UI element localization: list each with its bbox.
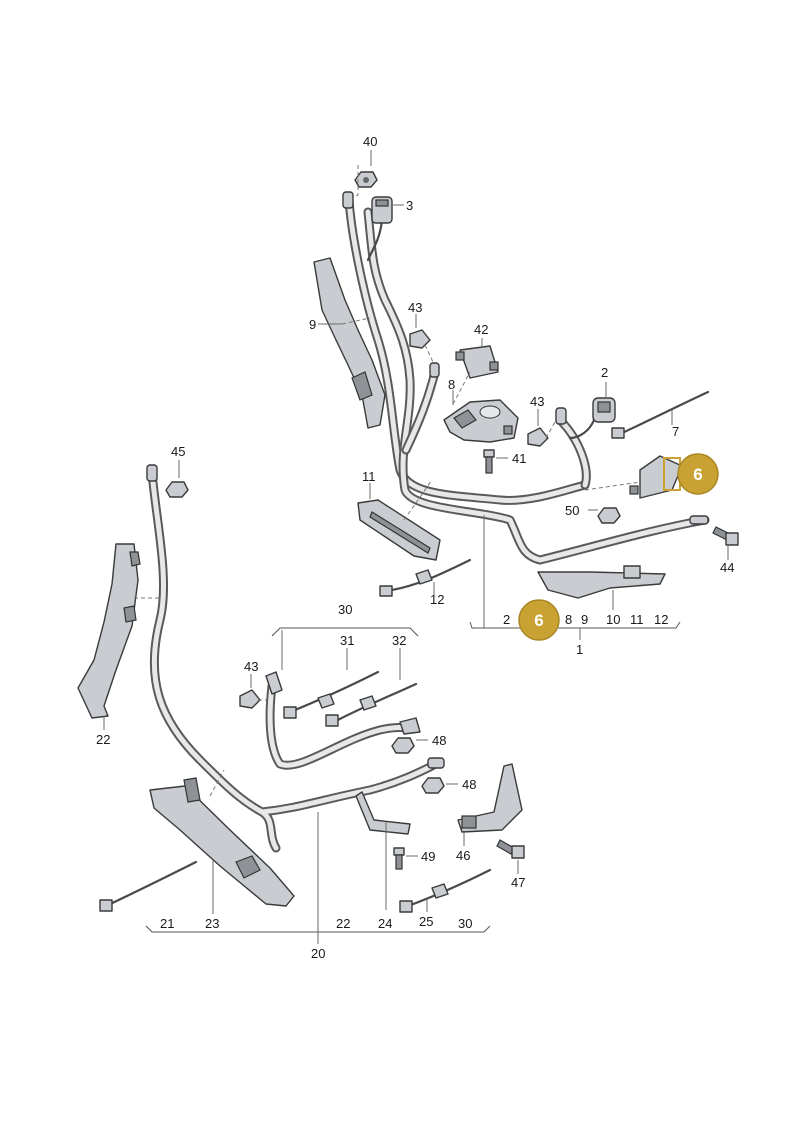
connector-3[interactable] (366, 196, 393, 262)
holder-24[interactable] (355, 791, 411, 835)
label-9: 9 (309, 317, 316, 332)
label-49: 49 (421, 849, 435, 864)
badge-6-lower-text: 6 (534, 611, 543, 630)
fuse-box-8[interactable] (443, 399, 519, 443)
ground-cable-20[interactable] (146, 464, 445, 853)
label-48-upper: 48 (432, 733, 446, 748)
label-48-lower: 48 (462, 777, 476, 792)
label-43-upper: 43 (408, 300, 422, 315)
sensor-42[interactable] (455, 345, 499, 379)
nut-48-upper[interactable] (391, 737, 415, 754)
cable-guide-11[interactable] (357, 499, 441, 561)
connector-2[interactable] (568, 397, 616, 440)
highlight-badge-6-upper[interactable]: 6 (677, 453, 719, 495)
group-30-bracket: 30 (271, 602, 419, 670)
group-20-bracket: 21 23 22 24 25 30 20 (145, 812, 491, 961)
label-1: 1 (576, 642, 583, 657)
group-20-item-22: 22 (336, 916, 350, 931)
badge-6-upper-text: 6 (693, 465, 702, 484)
cable-tie-21[interactable] (99, 860, 198, 912)
bolt-44[interactable] (712, 526, 739, 546)
label-46: 46 (456, 848, 470, 863)
label-43-middle: 43 (530, 394, 544, 409)
bolt-47[interactable] (496, 839, 525, 859)
nut-48-lower[interactable] (421, 777, 445, 794)
group-20-item-23: 23 (205, 916, 219, 931)
bracket-6[interactable] (629, 455, 683, 499)
nut-43-upper[interactable] (409, 329, 431, 349)
cable-tie-7[interactable] (611, 390, 710, 439)
label-43-lower: 43 (244, 659, 258, 674)
label-50: 50 (565, 503, 579, 518)
label-30-top: 30 (338, 602, 352, 617)
label-45: 45 (171, 444, 185, 459)
group-20-item-25: 25 (419, 914, 433, 929)
bolt-41[interactable] (483, 449, 495, 474)
label-8: 8 (448, 377, 455, 392)
cable-tie-31[interactable] (283, 670, 380, 719)
group-1-bracket: 1 2 8 9 10 11 12 (469, 612, 681, 657)
cable-channel-23[interactable] (149, 777, 295, 907)
highlight-badge-6-lower[interactable]: 6 (518, 599, 560, 641)
cable-tie-25[interactable] (399, 868, 492, 913)
cable-tie-12[interactable] (379, 558, 472, 597)
nut-43-middle[interactable] (527, 427, 549, 447)
group-20-item-24: 24 (378, 916, 392, 931)
group-1-item-9: 9 (581, 612, 588, 627)
label-20: 20 (311, 946, 325, 961)
label-22-left: 22 (96, 732, 110, 747)
label-7: 7 (672, 424, 679, 439)
group-1-item-2: 2 (503, 612, 510, 627)
label-32: 32 (392, 633, 406, 648)
label-42: 42 (474, 322, 488, 337)
cable-30[interactable] (265, 671, 421, 770)
label-41: 41 (512, 451, 526, 466)
label-31: 31 (340, 633, 354, 648)
label-2: 2 (601, 365, 608, 380)
mounting-plate-10[interactable] (537, 565, 666, 599)
battery-cable-2[interactable] (342, 191, 710, 565)
nut-50[interactable] (597, 507, 621, 524)
label-40: 40 (363, 134, 377, 149)
nut-40[interactable] (354, 171, 378, 188)
group-1-item-10: 10 (606, 612, 620, 627)
nut-45[interactable] (165, 481, 189, 498)
label-44: 44 (720, 560, 734, 575)
group-1-item-12: 12 (654, 612, 668, 627)
cable-channel-9[interactable] (313, 257, 386, 429)
nut-43-lower[interactable] (239, 689, 261, 709)
cable-tie-32[interactable] (325, 682, 418, 727)
group-20-item-30: 30 (458, 916, 472, 931)
group-20-item-21: 21 (160, 916, 174, 931)
cable-channel-22[interactable] (77, 543, 141, 719)
label-11: 11 (362, 469, 376, 484)
bolt-49[interactable] (393, 847, 405, 870)
label-3: 3 (406, 198, 413, 213)
group-1-item-8: 8 (565, 612, 572, 627)
label-12: 12 (430, 592, 444, 607)
bracket-46[interactable] (457, 763, 523, 833)
label-47: 47 (511, 875, 525, 890)
group-1-item-11: 11 (630, 612, 644, 627)
